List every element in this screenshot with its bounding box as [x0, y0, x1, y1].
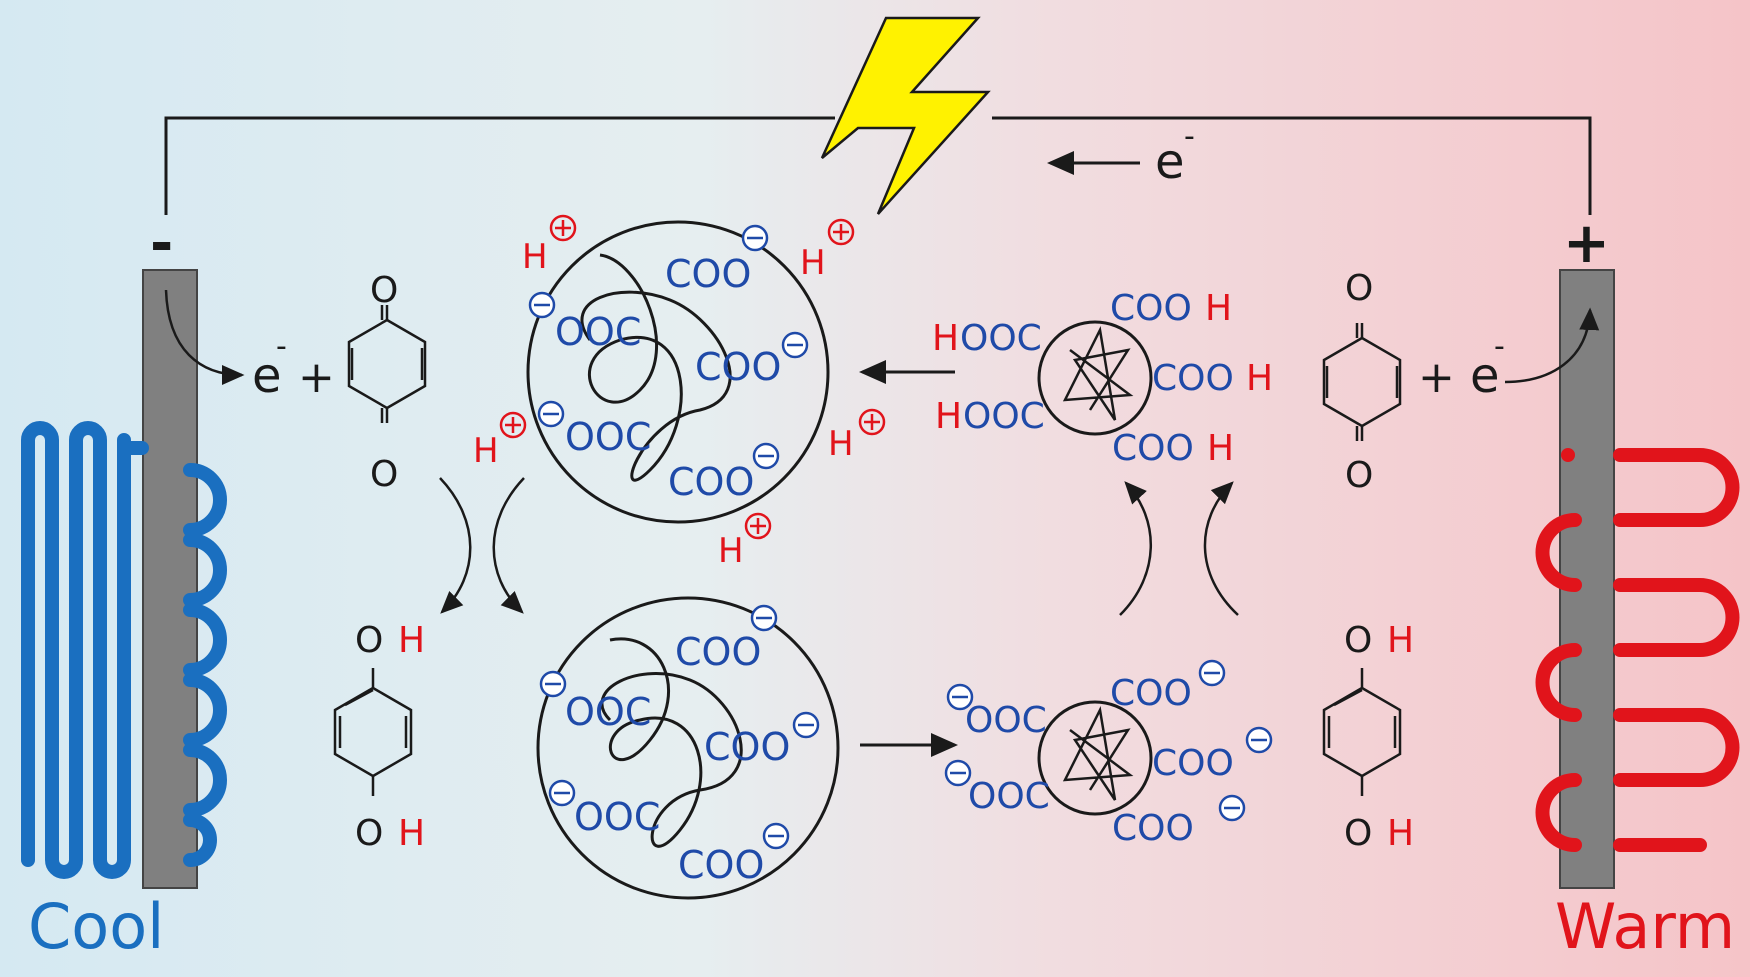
bq-left-o-bottom: O — [370, 454, 398, 495]
hooc-1-c: OOC — [960, 318, 1042, 359]
proton-1: H — [522, 237, 548, 277]
hot-electron-arrow — [1504, 307, 1600, 384]
cooh-2-h: H — [1246, 358, 1273, 399]
hq-right-o-bottom: O — [1344, 813, 1372, 854]
bottom-coo-3: COO — [678, 843, 764, 887]
benzoquinone-icon-left — [347, 305, 427, 423]
polymer-globule-swollen-bottom — [536, 596, 840, 900]
polymer-globule-collapsed-bottom — [1037, 700, 1153, 816]
bq-left-o-top: O — [370, 270, 398, 311]
hydroquinone-icon-left — [333, 668, 413, 796]
top-coo-3: COO — [668, 460, 754, 504]
top-ooc-1: OOC — [555, 310, 641, 354]
proton-2: H — [800, 243, 826, 283]
polymer-chain-bottom — [600, 637, 743, 848]
electron-label: e — [1155, 134, 1185, 190]
hot-electron-charge: - — [1494, 329, 1505, 364]
collapsed-chain-top — [1062, 326, 1134, 421]
bq-right-o-bottom: O — [1345, 455, 1373, 496]
cooh-2-c: COO — [1152, 358, 1234, 399]
polymer-globule-collapsed-top — [1037, 320, 1153, 436]
r-coo-1: COO — [1110, 673, 1192, 714]
hot-plus: + — [1418, 352, 1455, 403]
hooc-1-h: H — [932, 318, 959, 359]
hot-electron: e — [1470, 348, 1500, 404]
cold-electron-charge: - — [276, 329, 287, 364]
hq-left-h-top: H — [398, 620, 425, 661]
hq-left-o-top: O — [355, 620, 383, 661]
proton-3: H — [473, 431, 499, 471]
cold-electron: e — [252, 348, 282, 404]
benzoquinone-icon-right — [1322, 323, 1402, 441]
cold-electrode — [142, 269, 198, 889]
r-ooc-1: OOC — [965, 700, 1047, 741]
radiator-coil-icon — [21, 421, 227, 879]
cooh-3-c: COO — [1112, 428, 1194, 469]
collapsed-chain-bottom — [1062, 706, 1134, 801]
hq-left-h-bottom: H — [398, 813, 425, 854]
hq-right-h-bottom: H — [1387, 813, 1414, 854]
proton-plus-icon — [499, 214, 886, 540]
top-coo-1: COO — [665, 252, 751, 296]
lightning-bolt-icon — [820, 16, 991, 215]
negative-terminal: - — [150, 211, 173, 276]
electron-charge: - — [1184, 119, 1195, 154]
r-coo-2: COO — [1152, 743, 1234, 784]
cooh-1-c: COO — [1110, 288, 1192, 329]
left-cross-arrow-2 — [492, 477, 525, 614]
cooh-1-h: H — [1205, 288, 1232, 329]
right-cross-arrow-2 — [1119, 481, 1153, 616]
bottom-ooc-2: OOC — [574, 795, 660, 839]
bq-right-o-top: O — [1345, 268, 1373, 309]
heater-coil-icon — [1535, 448, 1740, 852]
polymer-globule-swollen-top — [526, 220, 830, 524]
bottom-ooc-1: OOC — [565, 690, 651, 734]
top-ooc-2: OOC — [565, 415, 651, 459]
hooc-2-c: OOC — [963, 396, 1045, 437]
top-coo-2: COO — [695, 345, 781, 389]
warm-label: Warm — [1555, 890, 1735, 963]
hooc-2-h: H — [935, 396, 962, 437]
bottom-coo-1: COO — [675, 630, 761, 674]
hydroquinone-icon-right — [1322, 668, 1402, 796]
bottom-coo-2: COO — [704, 725, 790, 769]
hq-right-h-top: H — [1387, 620, 1414, 661]
proton-5: H — [718, 531, 744, 571]
r-coo-3: COO — [1112, 808, 1194, 849]
left-cross-arrow-1 — [439, 477, 472, 614]
right-cross-arrow-1 — [1203, 481, 1239, 616]
polymer-chain-top — [580, 253, 732, 482]
cold-plus: + — [298, 352, 335, 403]
r-ooc-2: OOC — [968, 776, 1050, 817]
hq-left-o-bottom: O — [355, 813, 383, 854]
hq-right-o-top: O — [1344, 620, 1372, 661]
cool-label: Cool — [28, 890, 164, 963]
cold-electron-arrow — [164, 289, 245, 385]
proton-4: H — [828, 424, 854, 464]
positive-terminal: + — [1563, 211, 1610, 276]
circuit-wire — [164, 116, 1592, 215]
cooh-3-h: H — [1207, 428, 1234, 469]
